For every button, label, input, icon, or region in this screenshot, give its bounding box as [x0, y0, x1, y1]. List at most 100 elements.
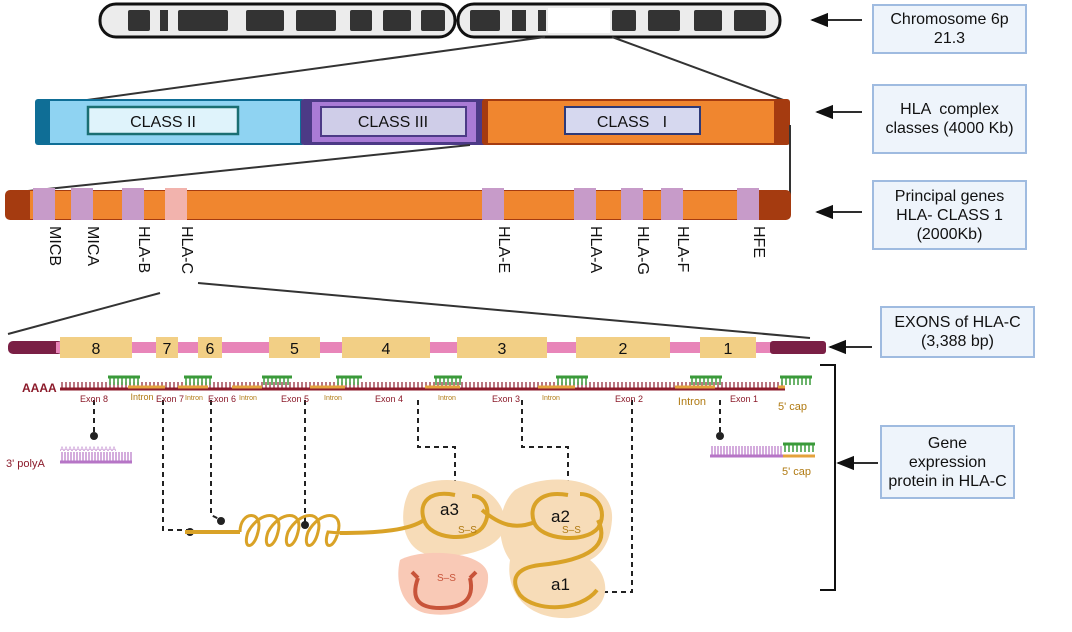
- exon-number: 3: [498, 341, 507, 358]
- exon-label: Exon 7: [156, 394, 184, 404]
- five-cap-label: 5' cap: [778, 401, 807, 413]
- hla-c-protein: S–S S–S S–S a3 a2 a1: [185, 479, 613, 619]
- complex-size: classes (4000 Kb): [885, 120, 1014, 137]
- chromosome-band: 21.3: [933, 30, 966, 47]
- gene-label: MICA: [84, 226, 101, 266]
- splice-comb: [434, 375, 462, 385]
- genes-size: (2000Kb): [916, 225, 983, 243]
- gene-marker: [621, 188, 643, 220]
- gene-marker: [122, 188, 144, 220]
- intron-label: Intron: [542, 395, 560, 402]
- protein-callout: Gene expression protein in HLA-C: [880, 425, 1015, 499]
- splice-comb: [780, 375, 812, 385]
- genes-class: HLA- CLASS 1: [896, 206, 1003, 224]
- exon-box: [156, 337, 178, 358]
- polyA-fragment: [60, 452, 132, 464]
- exons-callout: EXONS of HLA-C (3,388 bp): [880, 306, 1035, 358]
- exons-size: (3,388 bp): [921, 333, 994, 350]
- splice-comb: [262, 375, 292, 385]
- exon-number: 2: [619, 341, 628, 358]
- gene-label: HLA-A: [587, 226, 604, 273]
- exon-number: 6: [206, 341, 215, 358]
- gene-label: HLA-E: [495, 226, 512, 273]
- protein-label: Gene: [927, 434, 968, 452]
- exon-label: Exon 8: [80, 394, 108, 404]
- class1-label: CLASS I: [597, 114, 667, 131]
- gene-band: [5, 188, 791, 220]
- protein-domain: a2: [551, 507, 570, 526]
- exon-box: [457, 337, 547, 358]
- exon-box: [60, 337, 132, 358]
- polyA-label: 3' polyA: [6, 458, 45, 470]
- splice-comb: [690, 375, 722, 385]
- protein-domain: a1: [551, 575, 570, 594]
- protein-domain: a3: [440, 500, 459, 519]
- chromosome-label: Chromosome 6p: [890, 11, 1009, 28]
- gene-label: HLA-B: [135, 226, 152, 273]
- complex-label: HLA complex: [900, 101, 999, 118]
- arrows: [810, 12, 878, 471]
- genes-label: Principal genes: [894, 187, 1005, 205]
- gene-marker: [482, 188, 504, 220]
- intron-label: Intron: [438, 395, 456, 402]
- gene-marker: [33, 188, 55, 220]
- bracket: [820, 364, 836, 591]
- intron-label: Intron: [130, 392, 153, 402]
- intron-label: Intron: [678, 396, 706, 408]
- exon-label: Exon 2: [615, 394, 643, 404]
- gene-label: HFE: [750, 226, 767, 258]
- gene-label: HLA-F: [674, 226, 691, 272]
- zoom-line: [197, 282, 811, 339]
- svg-text:S–S: S–S: [458, 525, 477, 536]
- exon-box: [342, 337, 430, 358]
- genes-callout: Principal genes HLA- CLASS 1 (2000Kb): [872, 180, 1027, 250]
- gene-label: HLA-C: [178, 226, 195, 274]
- splice-comb: [336, 375, 362, 385]
- class3-label: CLASS III: [358, 114, 428, 131]
- intron-label: Intron: [324, 395, 342, 402]
- gene-marker: [661, 188, 683, 220]
- exon-label: Exon 3: [492, 394, 520, 404]
- exon-box: [700, 337, 756, 358]
- exon-box: [198, 337, 222, 358]
- zoom-line: [27, 144, 471, 192]
- zoom-line: [7, 292, 161, 335]
- splice-comb: [184, 375, 212, 385]
- exon-label: Exon 5: [281, 394, 309, 404]
- exon-label: Exon 6: [208, 394, 236, 404]
- hla-complex: [35, 99, 790, 145]
- gene-marker: [165, 188, 187, 220]
- connectors: [93, 400, 721, 593]
- protein-label-2: expression: [908, 453, 987, 471]
- polyA-tail: AAAA: [22, 381, 57, 395]
- svg-text:S–S: S–S: [562, 525, 581, 536]
- zoom-line: [57, 36, 546, 105]
- gene-label: HLA-G: [634, 226, 651, 275]
- protein-label-3: protein in HLA-C: [888, 472, 1007, 490]
- exon-number: 5: [290, 341, 299, 358]
- intron-label: Intron: [185, 395, 203, 402]
- zoom-line: [611, 36, 787, 102]
- gene-marker: [71, 188, 93, 220]
- class2-label: CLASS II: [130, 114, 196, 131]
- exon-label: Exon 1: [730, 394, 758, 404]
- exon-number: 8: [92, 341, 101, 358]
- exon-label: Exon 4: [375, 394, 403, 404]
- polyA-sequence: AAAAAAAAAAAAAA: [60, 447, 116, 453]
- splice-comb: [556, 375, 588, 385]
- svg-text:S–S: S–S: [437, 573, 456, 584]
- exon-number: 7: [163, 341, 172, 358]
- gene-label: MICB: [46, 226, 63, 266]
- mrna-transcript: [60, 375, 812, 391]
- splice-comb: [108, 375, 140, 385]
- gene-marker: [574, 188, 596, 220]
- exons-label: EXONS of HLA-C: [894, 314, 1021, 331]
- gene-marker: [737, 188, 759, 220]
- five-cap-label-2: 5' cap: [782, 466, 811, 478]
- intron-label: Intron: [239, 395, 257, 402]
- exon-number: 4: [382, 341, 391, 358]
- chromosome: [98, 2, 782, 39]
- complex-callout: HLA complex classes (4000 Kb): [872, 84, 1027, 154]
